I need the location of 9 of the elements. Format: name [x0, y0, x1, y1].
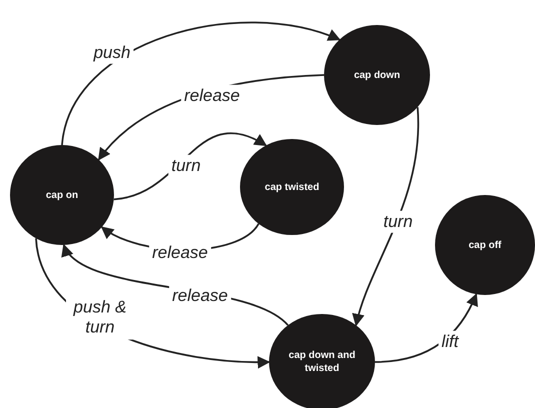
- state-label: cap off: [468, 238, 502, 252]
- transition-arrow: [374, 293, 478, 363]
- transition-arrow: [61, 22, 341, 146]
- transition-arrow: [352, 107, 420, 326]
- state-label: cap twisted: [264, 180, 320, 194]
- state-label: cap on: [46, 188, 78, 202]
- edge-label: push & turn: [66, 296, 134, 340]
- state-label: cap down: [354, 68, 400, 82]
- state-label: cap down and twisted: [288, 349, 356, 375]
